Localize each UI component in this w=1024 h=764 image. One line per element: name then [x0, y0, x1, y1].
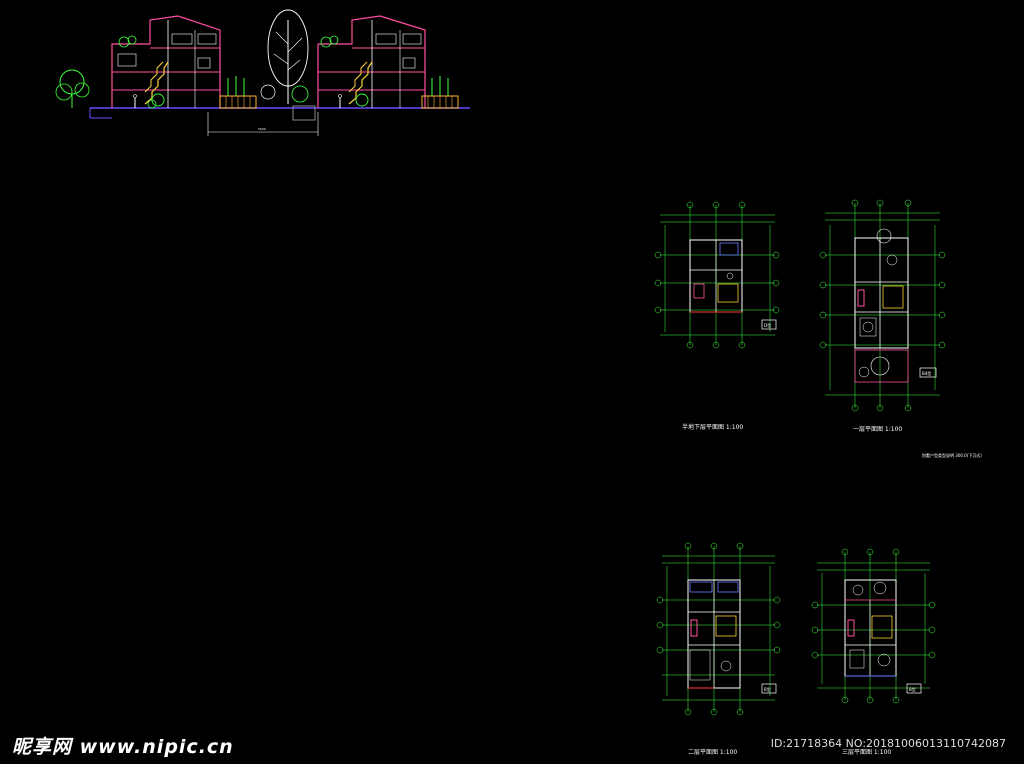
- plan2-note: 别墅户型类型说明 300.0(下沉式): [922, 452, 982, 458]
- watermark-logo: 昵享网 www.nipic.cn: [12, 736, 234, 758]
- floor-plan-basement: D型 半地下层平面图 1:100: [654, 201, 780, 431]
- tree-center: [260, 9, 316, 121]
- floor-plan-third: B型 三层平面图 1:100: [811, 548, 936, 756]
- plan4-type-tag: B型: [909, 686, 916, 692]
- plan3-title: 二层平面图 1:100: [688, 749, 737, 756]
- tree-left: [55, 69, 165, 109]
- floor-plan-second: B型 二层平面图 1:100: [656, 542, 781, 756]
- bamboo-fence-left: [219, 76, 257, 109]
- left-house-section: [111, 15, 221, 108]
- right-house-section: [317, 15, 426, 108]
- watermark-id: ID:21718364 NO:20181006013110742087: [770, 737, 1006, 750]
- building-section-elevation: 5000: [55, 9, 470, 136]
- plan1-type-tag: D型: [764, 322, 771, 328]
- plan2-type-tag: B4型: [922, 370, 931, 376]
- plan1-title: 半地下层平面图 1:100: [682, 423, 743, 431]
- bamboo-fence-right: [421, 76, 459, 109]
- plan2-title: 一层平面图 1:100: [853, 426, 902, 433]
- elevation-dimension-label: 5000: [258, 127, 266, 131]
- floor-plan-ground: B4型 一层平面图 1:100 别墅户型类型说明 300.0(下沉式): [819, 199, 982, 458]
- plan3-type-tag: B型: [764, 686, 771, 692]
- plan4-title: 三层平面图 1:100: [842, 749, 891, 756]
- elevation-dimension: 5000: [207, 112, 319, 136]
